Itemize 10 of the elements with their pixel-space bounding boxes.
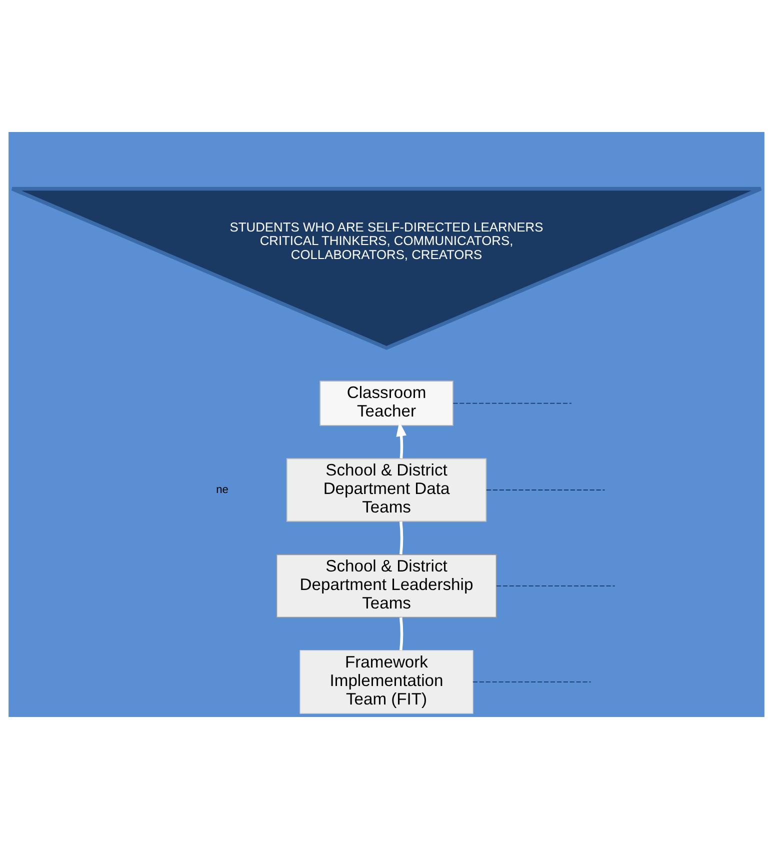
node-box: School & District Department Data Teams xyxy=(286,458,487,522)
node-box: Classroom Teacher xyxy=(320,380,454,426)
connector xyxy=(472,681,592,682)
label: ne xyxy=(216,484,228,496)
connector xyxy=(399,521,404,554)
node-box: School & District Department Leadership Teams xyxy=(276,554,497,618)
node-box: Framework Implementation Team (FIT) xyxy=(300,650,474,714)
connector xyxy=(452,402,572,404)
arrow xyxy=(396,421,406,458)
connector xyxy=(399,617,404,650)
